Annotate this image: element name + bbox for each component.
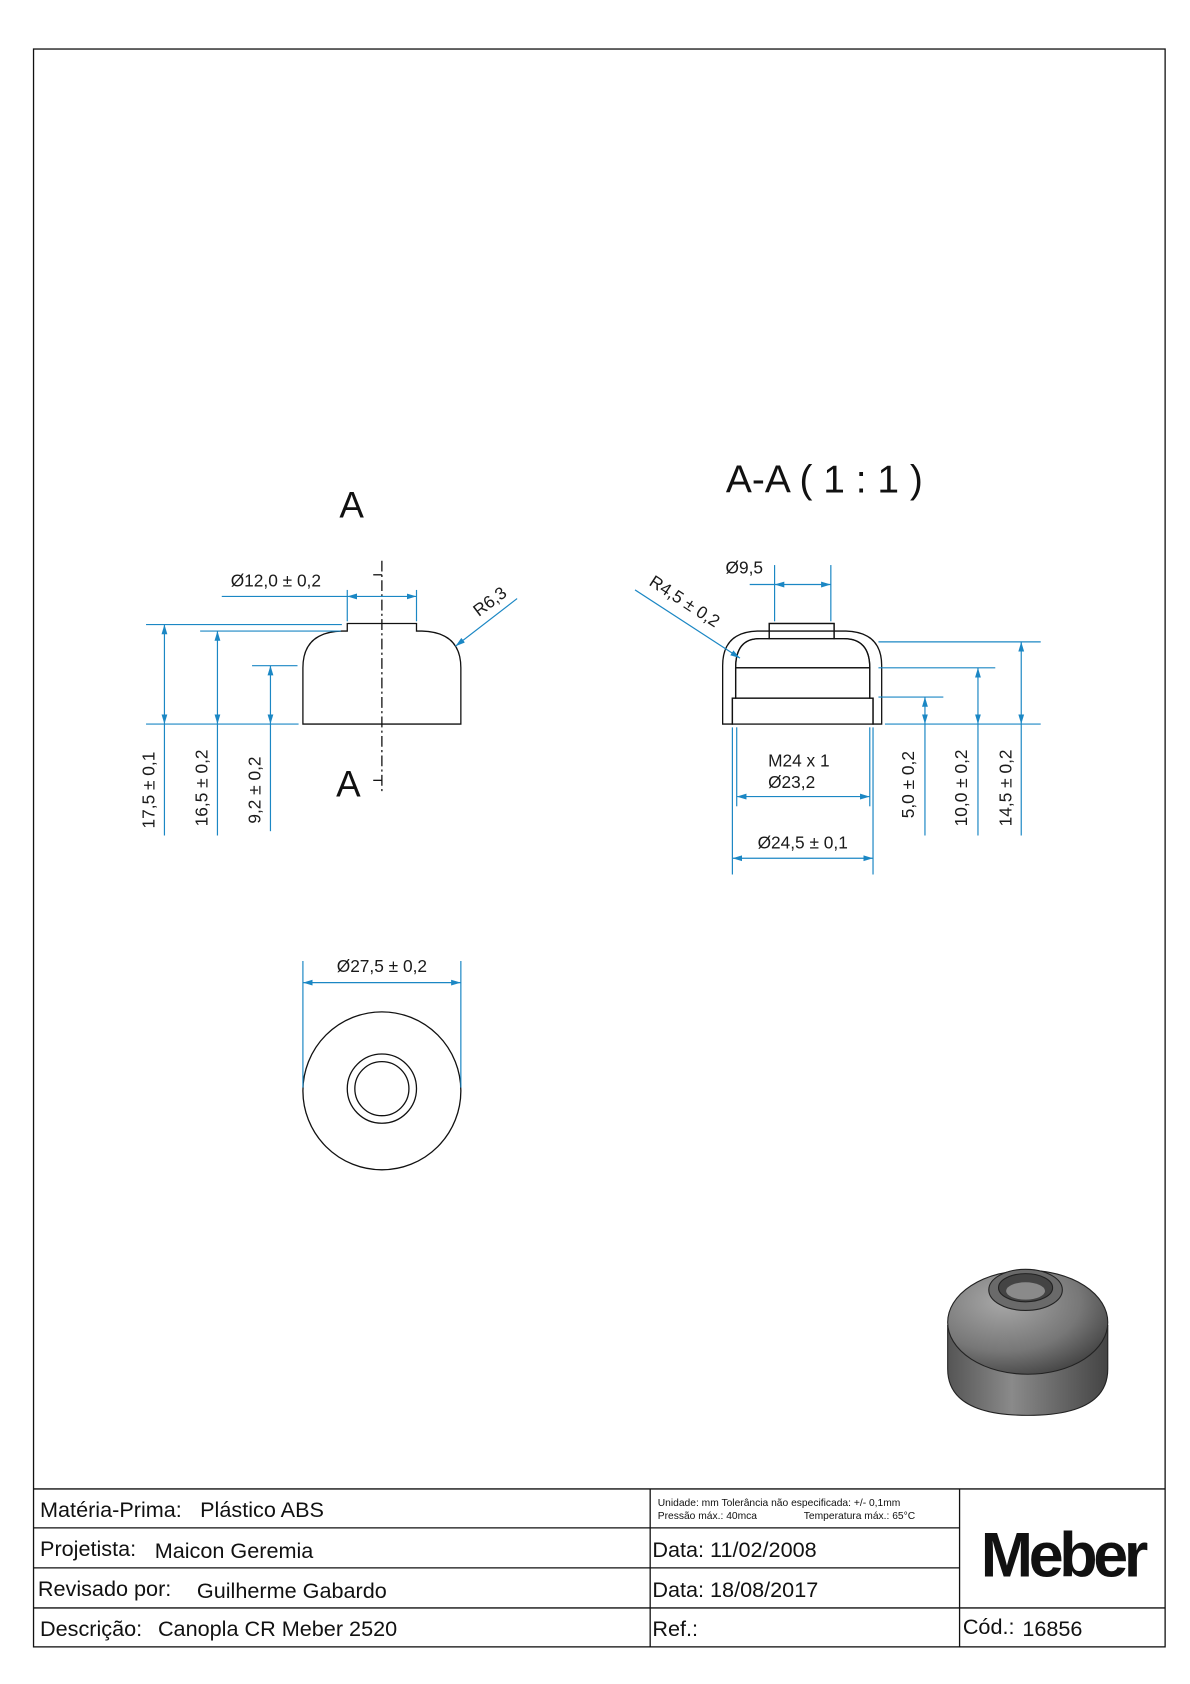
sheet-border	[32, 48, 1166, 1648]
projetista-label: Projetista:	[40, 1536, 136, 1561]
revisado-value: Guilherme Gabardo	[197, 1578, 387, 1603]
top-view: Ø27,5 ± 0,2	[302, 956, 462, 1171]
section-label-bottom: A	[336, 764, 361, 805]
part-outline	[302, 622, 462, 725]
revisado-label: Revisado por:	[38, 1576, 171, 1601]
notes-line1: Unidade: mm Tolerância não especificada:…	[658, 1498, 901, 1509]
cod-value: 16856	[1022, 1616, 1082, 1641]
dim-outer-diameter: Ø24,5 ± 0,1	[758, 832, 848, 852]
dim-hole-diameter: Ø9,5	[726, 558, 764, 578]
notes-line2-temperature: Temperatura máx.: 65°C	[804, 1511, 916, 1522]
dim-height-wall: 9,2 ± 0,2	[245, 756, 265, 823]
materia-label: Matéria-Prima:	[40, 1497, 182, 1522]
thread-label: M24 x 1	[768, 750, 830, 770]
dim-top-diameter: Ø12,0 ± 0,2	[231, 571, 321, 591]
section-view: A-A ( 1 : 1 ) Ø9,5 R4,5 ± 0,2 5,0 ± 0,2 …	[634, 459, 1041, 875]
projetista-value: Maicon Geremia	[155, 1538, 315, 1563]
notes-line2-pressure: Pressão máx.: 40mca	[658, 1511, 758, 1522]
section-title: A-A ( 1 : 1 )	[726, 459, 923, 502]
dim-height-body: 16,5 ± 0,2	[192, 749, 212, 826]
dim-radius: R6,3	[469, 582, 510, 620]
dim-height-total: 17,5 ± 0,1	[139, 752, 159, 829]
dim-top-view-diameter: Ø27,5 ± 0,2	[337, 956, 427, 976]
front-view: A A Ø12,0 ± 0,2 17,5 ± 0,1 16,5 ± 0,2 9,…	[139, 484, 518, 836]
data-revised: Data: 18/08/2017	[652, 1577, 818, 1602]
section-label-top: A	[339, 484, 364, 525]
descricao-label: Descrição:	[40, 1616, 142, 1641]
materia-value: Plástico ABS	[200, 1497, 324, 1522]
dim-h3: 14,5 ± 0,2	[996, 749, 1016, 826]
thread-diameter: Ø23,2	[768, 772, 815, 792]
dim-h1: 5,0 ± 0,2	[898, 751, 918, 818]
dim-h2: 10,0 ± 0,2	[951, 749, 971, 826]
ref-label: Ref.:	[652, 1616, 698, 1641]
part-3d-render	[947, 1268, 1109, 1416]
descricao-value: Canopla CR Meber 2520	[158, 1616, 397, 1641]
cod-label: Cód.:	[963, 1614, 1015, 1639]
title-block: Matéria-Prima: Plástico ABS Unidade: mm …	[33, 1488, 1166, 1647]
meber-logo: Meber	[981, 1521, 1148, 1591]
data-created: Data: 11/02/2008	[652, 1537, 816, 1562]
